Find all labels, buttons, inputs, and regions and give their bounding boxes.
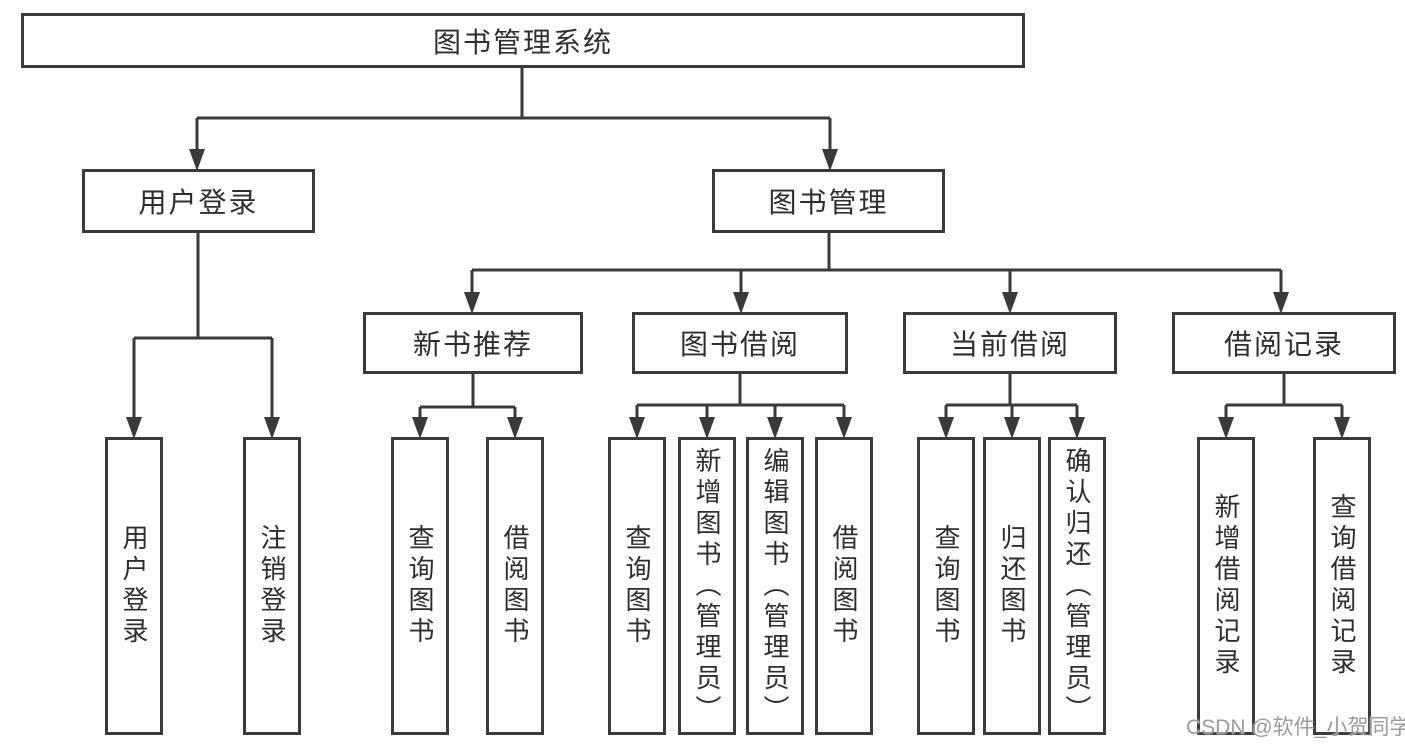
node-leaf-query-borrow-record: 查询借阅记录 bbox=[1313, 437, 1371, 735]
node-leaf-logout: 注销登录 bbox=[243, 437, 301, 735]
node-label: 用户登录 bbox=[119, 524, 149, 648]
node-leaf-add-borrow-record: 新增借阅记录 bbox=[1197, 437, 1255, 735]
node-label: 用户登录 bbox=[138, 187, 259, 218]
node-leaf-query-books: 查询图书 bbox=[391, 437, 449, 735]
node-label: 借阅记录 bbox=[1223, 329, 1344, 360]
node-leaf-borrow-books: 借阅图书 bbox=[815, 437, 873, 735]
node-leaf-user-login: 用户登录 bbox=[105, 437, 163, 735]
node-new-book-recommend: 新书推荐 bbox=[363, 312, 583, 374]
node-label: 查询借阅记录 bbox=[1327, 493, 1357, 679]
node-label: 图书借阅 bbox=[679, 329, 800, 360]
node-label: 图书管理系统 bbox=[432, 26, 613, 58]
arrowhead-icons bbox=[126, 149, 1350, 439]
node-user-login: 用户登录 bbox=[82, 169, 315, 233]
node-library-management-system: 图书管理系统 bbox=[21, 13, 1025, 68]
node-label: 确认归还（管理员） bbox=[1062, 446, 1092, 726]
node-leaf-add-books-admin: 新增图书（管理员） bbox=[678, 437, 736, 735]
node-label: 当前借阅 bbox=[949, 329, 1070, 360]
node-label: 归还图书 bbox=[997, 524, 1027, 648]
node-leaf-return-books: 归还图书 bbox=[983, 437, 1041, 735]
node-label: 新增借阅记录 bbox=[1211, 493, 1241, 679]
node-label: 新增图书（管理员） bbox=[692, 446, 722, 726]
node-label: 借阅图书 bbox=[829, 524, 859, 648]
node-label: 查询图书 bbox=[405, 524, 435, 648]
csdn-watermark: CSDN @软件_小贺同学 bbox=[1186, 716, 1405, 739]
node-label: 借阅图书 bbox=[500, 524, 530, 648]
node-leaf-query-books: 查询图书 bbox=[917, 437, 975, 735]
node-leaf-query-books: 查询图书 bbox=[608, 437, 666, 735]
node-label: 新书推荐 bbox=[412, 329, 533, 360]
node-borrowing-records: 借阅记录 bbox=[1172, 312, 1396, 374]
node-label: 编辑图书（管理员） bbox=[760, 446, 790, 726]
node-label: 注销登录 bbox=[257, 524, 287, 648]
node-leaf-borrow-books: 借阅图书 bbox=[486, 437, 544, 735]
node-label: 查询图书 bbox=[931, 524, 961, 648]
node-leaf-confirm-return-admin: 确认归还（管理员） bbox=[1048, 437, 1106, 735]
node-label: 查询图书 bbox=[622, 524, 652, 648]
node-leaf-edit-books-admin: 编辑图书（管理员） bbox=[746, 437, 804, 735]
node-label: 图书管理 bbox=[768, 187, 889, 218]
node-book-management: 图书管理 bbox=[712, 169, 945, 233]
node-current-borrowing: 当前借阅 bbox=[903, 312, 1117, 374]
node-book-borrowing: 图书借阅 bbox=[632, 312, 848, 374]
